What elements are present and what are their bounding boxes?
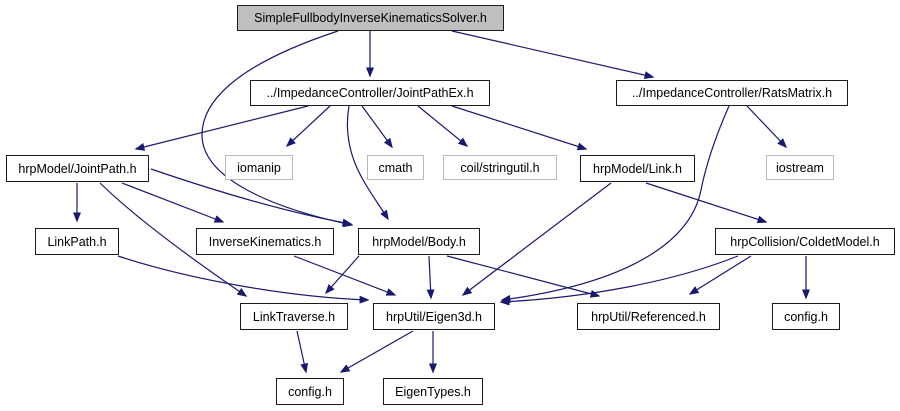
node-eigentypes[interactable]: EigenTypes.h	[383, 378, 483, 405]
edge-ratsmatrix-iostream	[746, 105, 788, 149]
edge-linktraverse-config-bottom	[296, 330, 309, 374]
node-label: LinkTraverse.h	[252, 309, 336, 324]
node-label: coil/stringutil.h	[460, 160, 540, 175]
node-referenced[interactable]: hrpUtil/Referenced.h	[577, 303, 720, 330]
edge-sfiks-ratsmatrix	[451, 30, 655, 80]
edge-body-linktraverse	[325, 255, 360, 295]
edge-coldet-eigen3d	[499, 255, 739, 306]
node-config-bottom[interactable]: config.h	[276, 378, 344, 405]
node-iostream: iostream	[766, 155, 834, 180]
node-label: config.h	[288, 384, 332, 399]
node-label: hrpUtil/Referenced.h	[591, 309, 706, 324]
edge-link-eigen3d	[461, 182, 612, 296]
node-iomanip: iomanip	[225, 155, 293, 180]
edge-invkin-eigen3d	[293, 255, 397, 296]
node-body[interactable]: hrpModel/Body.h	[358, 228, 480, 255]
edge-jointpath-linktraverse	[99, 182, 248, 297]
node-label: hrpUtil/Eigen3d.h	[386, 309, 482, 324]
node-linktraverse[interactable]: LinkTraverse.h	[240, 303, 348, 330]
node-label: InverseKinematics.h	[208, 234, 322, 249]
edge-jointpath-invkin	[121, 182, 225, 223]
node-label: ../ImpedanceController/RatsMatrix.h	[631, 86, 833, 100]
node-label: SimpleFullbodyInverseKinematicsSolver.h	[254, 11, 487, 25]
node-stringutil: coil/stringutil.h	[443, 155, 557, 180]
node-label: LinkPath.h	[47, 234, 107, 249]
edge-eigen3d-config-bottom	[339, 330, 414, 373]
node-jointpathex[interactable]: ../ImpedanceController/JointPathEx.h	[250, 80, 490, 106]
node-coldetmodel[interactable]: hrpCollision/ColdetModel.h	[715, 228, 895, 255]
edge-jointpathex-jointpath	[134, 105, 309, 151]
node-eigen3d[interactable]: hrpUtil/Eigen3d.h	[373, 303, 495, 330]
node-jointpath[interactable]: hrpModel/JointPath.h	[6, 155, 149, 182]
node-label: iomanip	[237, 160, 281, 175]
node-label: hrpModel/Body.h	[372, 234, 466, 249]
node-config-right[interactable]: config.h	[772, 303, 840, 330]
edge-ratsmatrix-eigen3d	[500, 105, 730, 303]
node-simplefullbodyinversekinematicssolver: SimpleFullbodyInverseKinematicsSolver.h	[237, 5, 504, 31]
node-label: iostream	[776, 160, 824, 175]
edge-link-coldet	[645, 182, 768, 224]
edge-sfiks-body	[201, 30, 354, 228]
node-label: hrpModel/Link.h	[593, 161, 682, 176]
edge-body-referenced	[446, 255, 601, 298]
edge-jointpathex-stringutil	[417, 105, 469, 147]
node-link[interactable]: hrpModel/Link.h	[580, 155, 695, 182]
node-label: hrpModel/JointPath.h	[18, 161, 137, 176]
node-cmath: cmath	[367, 155, 424, 180]
node-inversekinematics[interactable]: InverseKinematics.h	[196, 228, 334, 255]
node-label: cmath	[378, 160, 413, 175]
edge-jointpathex-iomanip	[285, 105, 331, 148]
edge-jointpath-body	[150, 168, 353, 227]
edge-coldet-referenced	[688, 255, 752, 295]
node-linkpath[interactable]: LinkPath.h	[35, 228, 119, 255]
edge-body-eigen3d	[426, 255, 435, 300]
edge-jointpathex-link	[451, 105, 588, 151]
edge-jointpathex-cmath	[361, 105, 393, 149]
node-label: config.h	[784, 309, 828, 324]
edge-jointpathex-body	[346, 105, 389, 221]
node-label: EigenTypes.h	[395, 384, 471, 399]
node-ratsmatrix[interactable]: ../ImpedanceController/RatsMatrix.h	[616, 80, 848, 106]
node-label: hrpCollision/ColdetModel.h	[730, 234, 880, 249]
node-label: ../ImpedanceController/JointPathEx.h	[266, 86, 474, 100]
edge-linkpath-eigen3d	[117, 255, 370, 304]
